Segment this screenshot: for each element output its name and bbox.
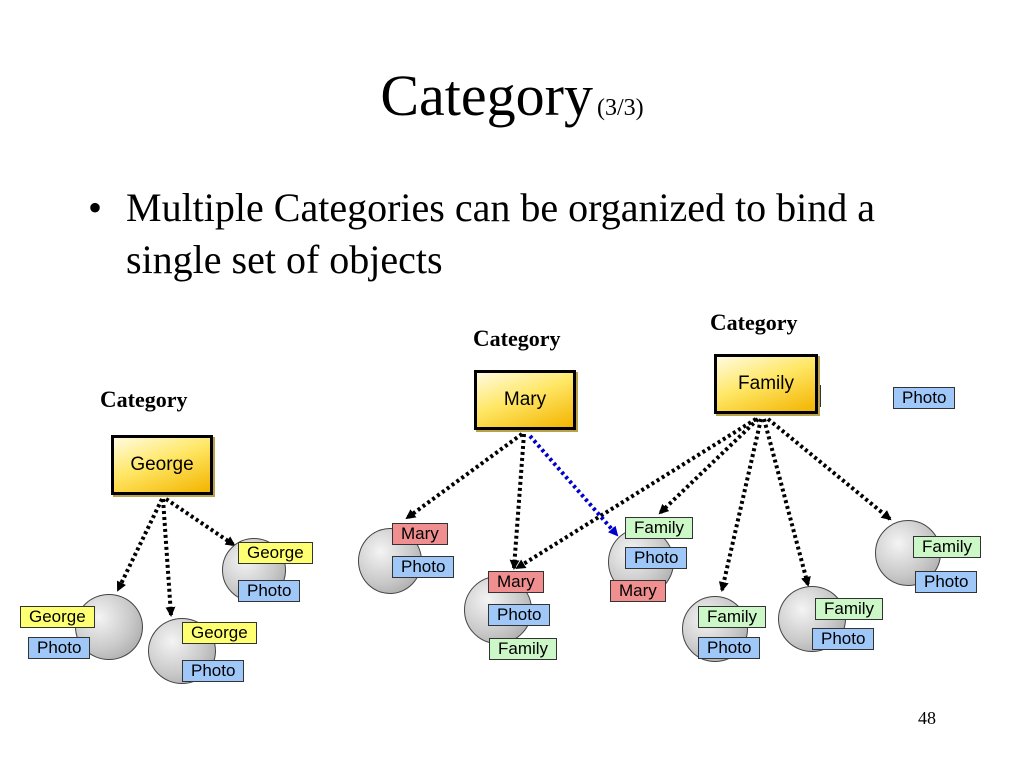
bullet-text: Multiple Categories can be organized to … [126, 185, 876, 282]
category-label-george: Category [100, 387, 188, 412]
category-box-mary[interactable]: Mary [474, 370, 576, 430]
tag-photo: Photo [698, 637, 761, 659]
arrow-george-3 [164, 497, 236, 547]
bullet-dot-icon: • [88, 185, 103, 230]
category-box-george[interactable]: George [111, 435, 213, 495]
standalone-photo-tag: Photo [893, 387, 956, 409]
tag-photo: Photo [182, 660, 245, 682]
category-label-mary: Category [473, 326, 561, 351]
tag-mary: Mary [610, 580, 666, 602]
category-label-family: Category [710, 310, 798, 335]
tag-mary: Mary [392, 523, 448, 545]
tag-george: George [182, 622, 257, 644]
tag-family: Family [815, 598, 884, 620]
tag-george: George [20, 606, 95, 628]
arrow-family-2 [658, 417, 760, 515]
category-box-family[interactable]: Family [714, 354, 818, 414]
title-suffix: (3/3) [596, 95, 644, 121]
arrow-family-5 [766, 417, 892, 521]
tag-george: George [238, 542, 313, 564]
arrow-family-3 [718, 418, 763, 592]
arrow-george-1 [116, 498, 164, 592]
tag-photo: Photo [392, 556, 455, 578]
title-main: Category [380, 63, 593, 128]
arrow-mary-3-highlight [528, 434, 619, 537]
tag-photo: Photo [625, 547, 688, 569]
slide-title: Category (3/3) [0, 62, 1024, 129]
arrow-family-4 [762, 418, 811, 587]
arrow-george-2 [161, 498, 176, 617]
tag-mary: Mary [488, 571, 544, 593]
tag-family: Family [489, 638, 558, 660]
tag-family: Family [913, 536, 982, 558]
page-number: 48 [918, 708, 936, 728]
arrow-mary-1 [405, 432, 524, 520]
tag-photo: Photo [915, 571, 978, 593]
tag-photo: Photo [812, 628, 875, 650]
arrow-mary-2 [509, 433, 526, 570]
tag-family: Family [625, 517, 694, 539]
arrow-family-1 [515, 417, 758, 570]
tag-family: Family [698, 606, 767, 628]
tag-photo: Photo [488, 604, 551, 626]
tag-photo: Photo [238, 580, 301, 602]
tag-photo: Photo [28, 637, 91, 659]
